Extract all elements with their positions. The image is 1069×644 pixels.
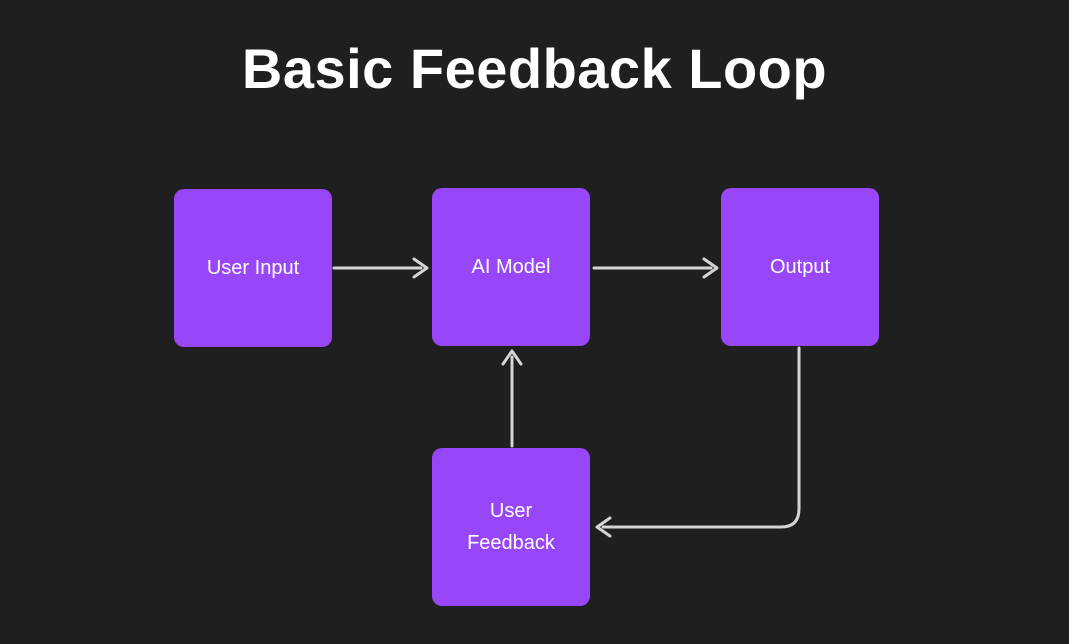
- node-output: Output: [721, 188, 879, 346]
- node-user-feedback-label: User Feedback: [467, 500, 555, 554]
- node-ai-model: AI Model: [432, 188, 590, 346]
- arrow-ai-model-to-output: [592, 257, 719, 279]
- node-user-input-label: User Input: [206, 257, 300, 279]
- arrow-user-input-to-ai-model: [332, 257, 429, 279]
- diagram-title: Basic Feedback Loop: [241, 37, 828, 100]
- arrow-user-feedback-to-ai-model: [501, 349, 523, 448]
- node-output-label: Output: [769, 256, 831, 278]
- arrow-output-to-user-feedback: [595, 346, 801, 538]
- node-ai-model-label: AI Model: [471, 256, 551, 278]
- node-user-feedback: User Feedback: [432, 448, 590, 606]
- node-user-input: User Input: [174, 189, 332, 347]
